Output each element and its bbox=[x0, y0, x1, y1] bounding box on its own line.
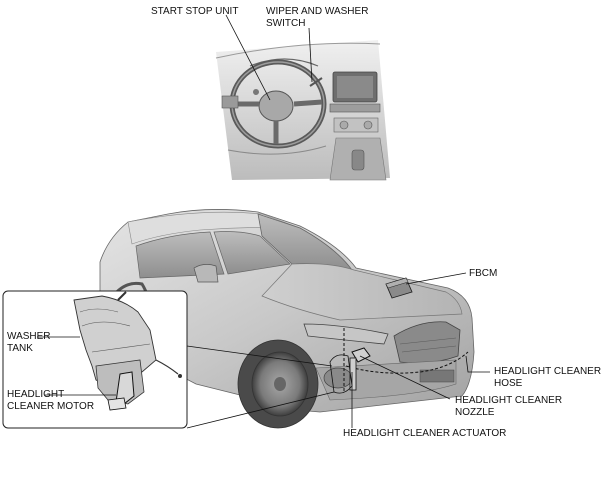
vehicle-illustration bbox=[99, 209, 475, 429]
label-washer-tank-line2: TANK bbox=[7, 343, 33, 354]
leader-lines bbox=[37, 14, 490, 429]
label-start-stop-unit: START STOP UNIT bbox=[151, 6, 239, 17]
label-hl-actuator: HEADLIGHT CLEANER ACTUATOR bbox=[343, 428, 507, 439]
inset-washer-tank bbox=[2, 290, 188, 429]
label-wiper-washer-line1: WIPER AND WASHER bbox=[266, 6, 369, 17]
label-hl-nozzle-line2: NOZZLE bbox=[455, 407, 495, 418]
label-wiper-washer-line2: SWITCH bbox=[266, 18, 306, 29]
label-hl-hose-line1: HEADLIGHT CLEANER bbox=[494, 366, 602, 377]
label-hl-hose-line2: HOSE bbox=[494, 378, 523, 389]
label-hl-nozzle-line1: HEADLIGHT CLEANER bbox=[455, 395, 563, 406]
interior-illustration bbox=[215, 40, 390, 181]
label-hl-motor-line1: HEADLIGHT bbox=[7, 389, 65, 400]
label-hl-motor-line2: CLEANER MOTOR bbox=[7, 401, 95, 412]
label-washer-tank-line1: WASHER bbox=[7, 331, 51, 342]
headlight-cleaner-motor bbox=[115, 371, 135, 405]
label-fbcm: FBCM bbox=[469, 268, 498, 279]
